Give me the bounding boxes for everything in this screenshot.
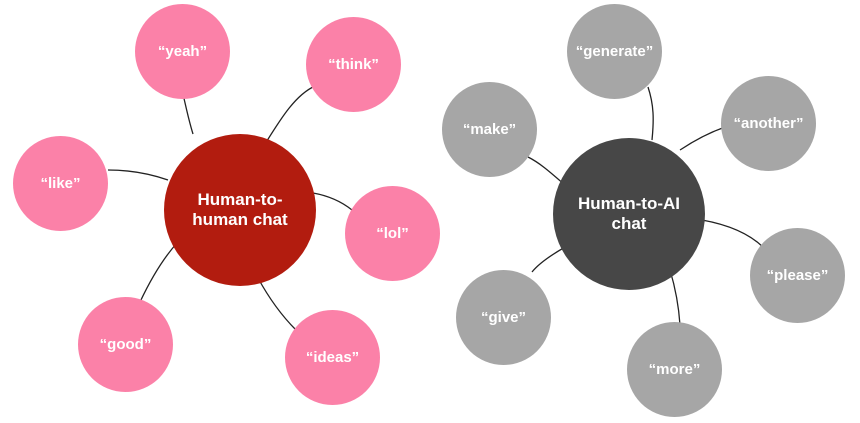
word-label: “generate”	[575, 42, 654, 60]
word-label: “please”	[766, 266, 829, 284]
word-node-lol: “lol”	[345, 186, 440, 281]
hub-human-to-human: Human-to-human chat	[164, 134, 316, 286]
link-please	[701, 219, 765, 249]
link-lol	[312, 192, 353, 211]
word-label: “like”	[40, 174, 81, 192]
word-node-give: “give”	[456, 270, 551, 365]
link-good	[139, 242, 178, 303]
hub-human-to-ai: Human-to-AI chat	[553, 138, 705, 290]
word-label: “make”	[462, 120, 517, 138]
word-node-good: “good”	[78, 297, 173, 392]
word-node-more: “more”	[627, 322, 722, 417]
link-like	[107, 169, 169, 181]
word-node-like: “like”	[13, 136, 108, 231]
link-generate	[647, 86, 654, 141]
word-label: “lol”	[376, 224, 409, 242]
word-label: “give”	[480, 308, 526, 326]
word-node-generate: “generate”	[567, 4, 662, 99]
link-think	[264, 85, 316, 145]
word-node-yeah: “yeah”	[135, 4, 230, 99]
word-node-make: “make”	[442, 82, 537, 177]
word-label: “another”	[733, 114, 804, 132]
word-label: “more”	[648, 360, 701, 378]
link-ideas	[257, 277, 297, 331]
word-label: “yeah”	[157, 42, 208, 60]
word-label: “good”	[99, 335, 152, 353]
word-label: “ideas”	[305, 348, 360, 366]
link-more	[669, 269, 681, 326]
word-node-please: “please”	[750, 228, 845, 323]
word-node-ideas: “ideas”	[285, 310, 380, 405]
word-node-another: “another”	[721, 76, 816, 171]
hub-human-to-ai-label: Human-to-AI chat	[578, 193, 680, 233]
hub-human-to-human-label: Human-to-human chat	[192, 189, 288, 229]
word-node-think: “think”	[306, 17, 401, 112]
word-label: “think”	[328, 55, 379, 73]
